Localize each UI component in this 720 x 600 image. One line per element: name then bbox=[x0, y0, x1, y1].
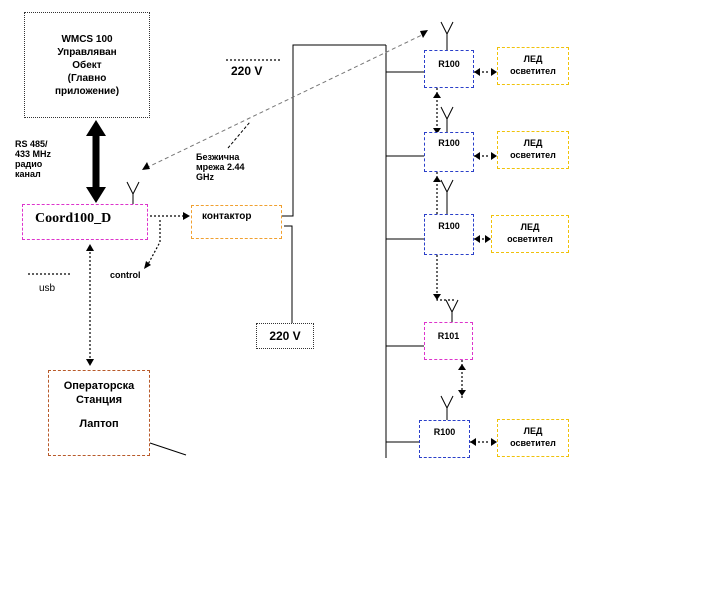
led-light-box: ЛЕД осветител bbox=[497, 47, 569, 85]
rs485-link-arrow bbox=[86, 120, 106, 203]
power-top-label: 220 V bbox=[231, 64, 263, 78]
arrowhead-icon bbox=[470, 438, 476, 446]
arrowhead-icon bbox=[420, 30, 428, 38]
arrowhead-icon bbox=[433, 294, 441, 300]
arrowhead-icon bbox=[474, 68, 480, 76]
led-sublabel: осветител bbox=[510, 438, 556, 448]
led-light-box: ЛЕД осветител bbox=[491, 215, 569, 253]
power-source-box: 220 V bbox=[256, 323, 314, 349]
link-label-line: RS 485/ bbox=[15, 139, 48, 149]
arrowhead-icon bbox=[458, 390, 466, 396]
router-node-label: R100 bbox=[438, 221, 460, 231]
arrowhead-icon bbox=[491, 68, 497, 76]
link-label-line: радио bbox=[15, 159, 43, 169]
router-node-label: R100 bbox=[433, 427, 456, 437]
led-sublabel: осветител bbox=[510, 150, 556, 160]
antenna-icon bbox=[440, 395, 454, 420]
coordinator-label: Coord100_D bbox=[35, 211, 112, 226]
arrowhead-icon bbox=[485, 235, 491, 243]
arrowhead-icon bbox=[86, 244, 94, 251]
power-feed-line bbox=[282, 44, 386, 217]
wmcs-subtitle-line: Обект bbox=[72, 59, 102, 71]
link-label-line: GHz bbox=[196, 172, 214, 182]
wmcs-subtitle-line: приложение) bbox=[54, 85, 120, 97]
arrowhead-icon bbox=[491, 152, 497, 160]
router-node-r100: R100 bbox=[424, 50, 474, 88]
arrowhead-icon bbox=[474, 235, 480, 243]
stray-line bbox=[149, 442, 187, 456]
led-light-box: ЛЕД осветител bbox=[497, 419, 569, 457]
control-label: control bbox=[110, 270, 141, 280]
wmcs-main-app-box: WMCS 100 Управляван Обект (Главно прилож… bbox=[24, 12, 150, 118]
wireless-mesh-line bbox=[145, 33, 425, 169]
wireless-network-label: Безжична мрежа 2.44 GHz bbox=[196, 152, 245, 182]
coordinator-box: Coord100_D bbox=[22, 204, 148, 240]
router-node-r101: R101 bbox=[424, 322, 473, 360]
arrowhead-icon bbox=[86, 359, 94, 366]
arrowhead-icon bbox=[144, 261, 151, 269]
antenna-icon bbox=[440, 106, 454, 132]
operator-station-device: Лаптоп bbox=[79, 418, 119, 430]
wmcs-subtitle-line: (Главно bbox=[67, 72, 107, 84]
led-label: ЛЕД bbox=[520, 222, 540, 232]
led-sublabel: осветител bbox=[507, 234, 553, 244]
operator-station-title: Операторска bbox=[63, 380, 135, 392]
operator-station-subtitle: Станция bbox=[75, 394, 123, 406]
power-220-line bbox=[284, 225, 293, 323]
arrowhead-icon bbox=[183, 212, 190, 220]
wmcs-title: WMCS 100 bbox=[61, 33, 113, 45]
arrowhead-icon bbox=[458, 364, 466, 370]
antenna-icon bbox=[440, 21, 454, 50]
led-light-box: ЛЕД осветител bbox=[497, 131, 569, 169]
router-node-r100: R100 bbox=[424, 132, 474, 172]
arrowhead-icon bbox=[474, 152, 480, 160]
antenna-icon bbox=[440, 179, 454, 214]
link-label-line: Безжична bbox=[196, 152, 240, 162]
antenna-icon bbox=[445, 299, 459, 322]
arrowhead-icon bbox=[433, 92, 441, 98]
link-label-line: канал bbox=[15, 169, 41, 179]
router-node-label: R100 bbox=[438, 138, 460, 148]
operator-station-box: Операторска Станция Лаптоп bbox=[48, 370, 150, 456]
contactor-box: контактор bbox=[191, 205, 282, 239]
control-link bbox=[145, 220, 161, 269]
router-node-r100: R100 bbox=[424, 214, 474, 255]
arrowhead-icon bbox=[433, 128, 441, 134]
arrowhead-icon bbox=[433, 176, 441, 182]
rs485-link-label: RS 485/ 433 MHz радио канал bbox=[15, 139, 51, 179]
router-node-label: R101 bbox=[437, 331, 460, 341]
router-node-label: R100 bbox=[438, 59, 460, 69]
power-source-label: 220 V bbox=[269, 329, 301, 343]
arrowhead-icon bbox=[491, 438, 497, 446]
contactor-label: контактор bbox=[202, 211, 252, 222]
led-label: ЛЕД bbox=[523, 426, 543, 436]
wmcs-subtitle-line: Управляван bbox=[57, 46, 117, 58]
led-label: ЛЕД bbox=[523, 54, 543, 64]
led-sublabel: осветител bbox=[510, 66, 556, 76]
link-label-line: мрежа 2.44 bbox=[196, 162, 245, 172]
usb-label: usb bbox=[39, 283, 56, 294]
link-label-line: 433 MHz bbox=[15, 149, 52, 159]
arrowhead-icon bbox=[142, 162, 150, 170]
mesh-link-line bbox=[436, 255, 456, 301]
led-label: ЛЕД bbox=[523, 138, 543, 148]
router-node-r100: R100 bbox=[419, 420, 470, 458]
wireless-label-pointer bbox=[227, 121, 251, 149]
antenna-icon bbox=[126, 181, 140, 204]
